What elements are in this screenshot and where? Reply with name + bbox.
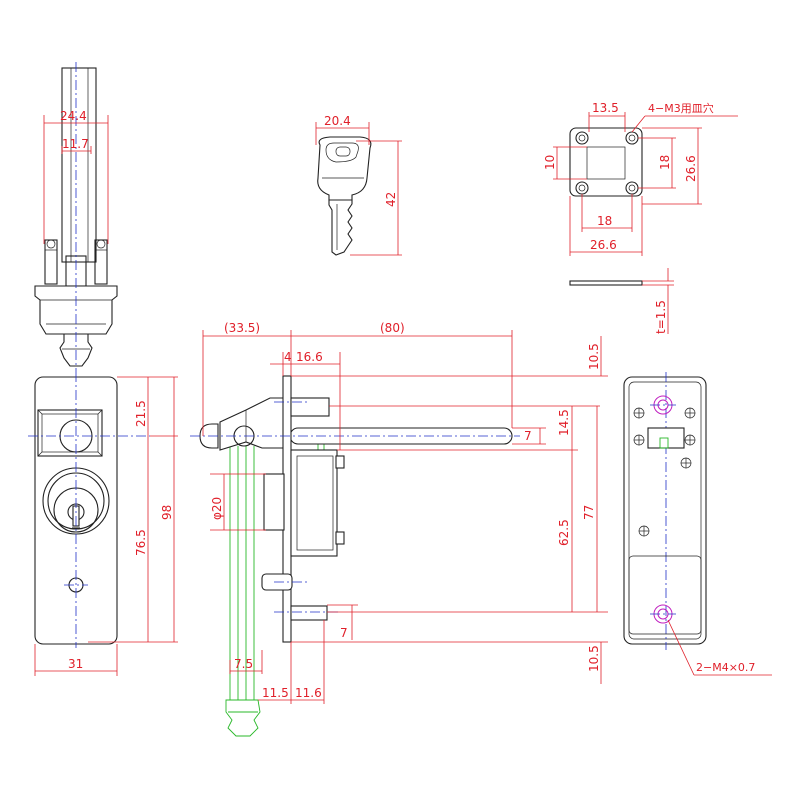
dim-flange: 4 (284, 350, 292, 364)
dim-overall: 77 (582, 505, 596, 520)
dim-front-top: 21.5 (134, 400, 148, 427)
dim-body-span: 62.5 (557, 519, 571, 546)
key-view: 20.4 42 (315, 114, 402, 256)
dim-plate-pitch-v: 18 (658, 155, 672, 170)
dim-front-center-to-hole: 76.5 (134, 529, 148, 556)
dim-back-a: 11.5 (262, 686, 289, 700)
dim-top-width-inner: 11.7 (62, 137, 89, 151)
front-view: 21.5 76.5 98 31 (28, 372, 178, 676)
dim-plate-thickness: t=1.5 (654, 300, 668, 334)
dim-key-width: 20.4 (324, 114, 351, 128)
dim-bore: φ20 (210, 497, 224, 520)
dim-rod-offset: 7 (524, 429, 532, 443)
top-view: 24.4 11.7 (34, 62, 118, 372)
dim-key-length: 42 (384, 192, 398, 207)
dim-handle-reach: (33.5) (224, 321, 260, 335)
dim-back-b: 11.6 (295, 686, 322, 700)
plate-hole-note: 4−M3用皿穴 (648, 101, 714, 115)
dim-top-width-outer: 24.4 (60, 109, 87, 123)
dim-body-depth: 16.6 (296, 350, 323, 364)
dim-plate-pitch-bottom: 18 (597, 214, 612, 228)
dim-plate-left: 10 (543, 155, 557, 170)
dim-bottom-offset: 7 (340, 626, 348, 640)
side-view: (33.5) (80) 4 16.6 10.5 7 14.5 62.5 77 7… (190, 321, 608, 737)
rear-hole-note: 2−M4×0.7 (696, 661, 755, 674)
dim-to-rod: 14.5 (557, 409, 571, 436)
alternate-handle-position (225, 437, 325, 737)
dim-plate-height: 26.6 (684, 155, 698, 182)
dim-swing: 7.5 (234, 657, 253, 671)
dim-rod-length: (80) (380, 321, 405, 335)
dim-front-width: 31 (68, 657, 83, 671)
dim-top-margin: 10.5 (587, 343, 601, 370)
rear-view: 2−M4×0.7 (623, 372, 772, 676)
dim-plate-pitch-top: 13.5 (592, 101, 619, 115)
dim-front-total-height: 98 (160, 505, 174, 520)
mount-plate-view: 13.5 4−M3用皿穴 10 18 26.6 18 26.6 (543, 101, 738, 334)
dim-plate-width: 26.6 (590, 238, 617, 252)
dim-bottom-margin: 10.5 (587, 645, 601, 672)
